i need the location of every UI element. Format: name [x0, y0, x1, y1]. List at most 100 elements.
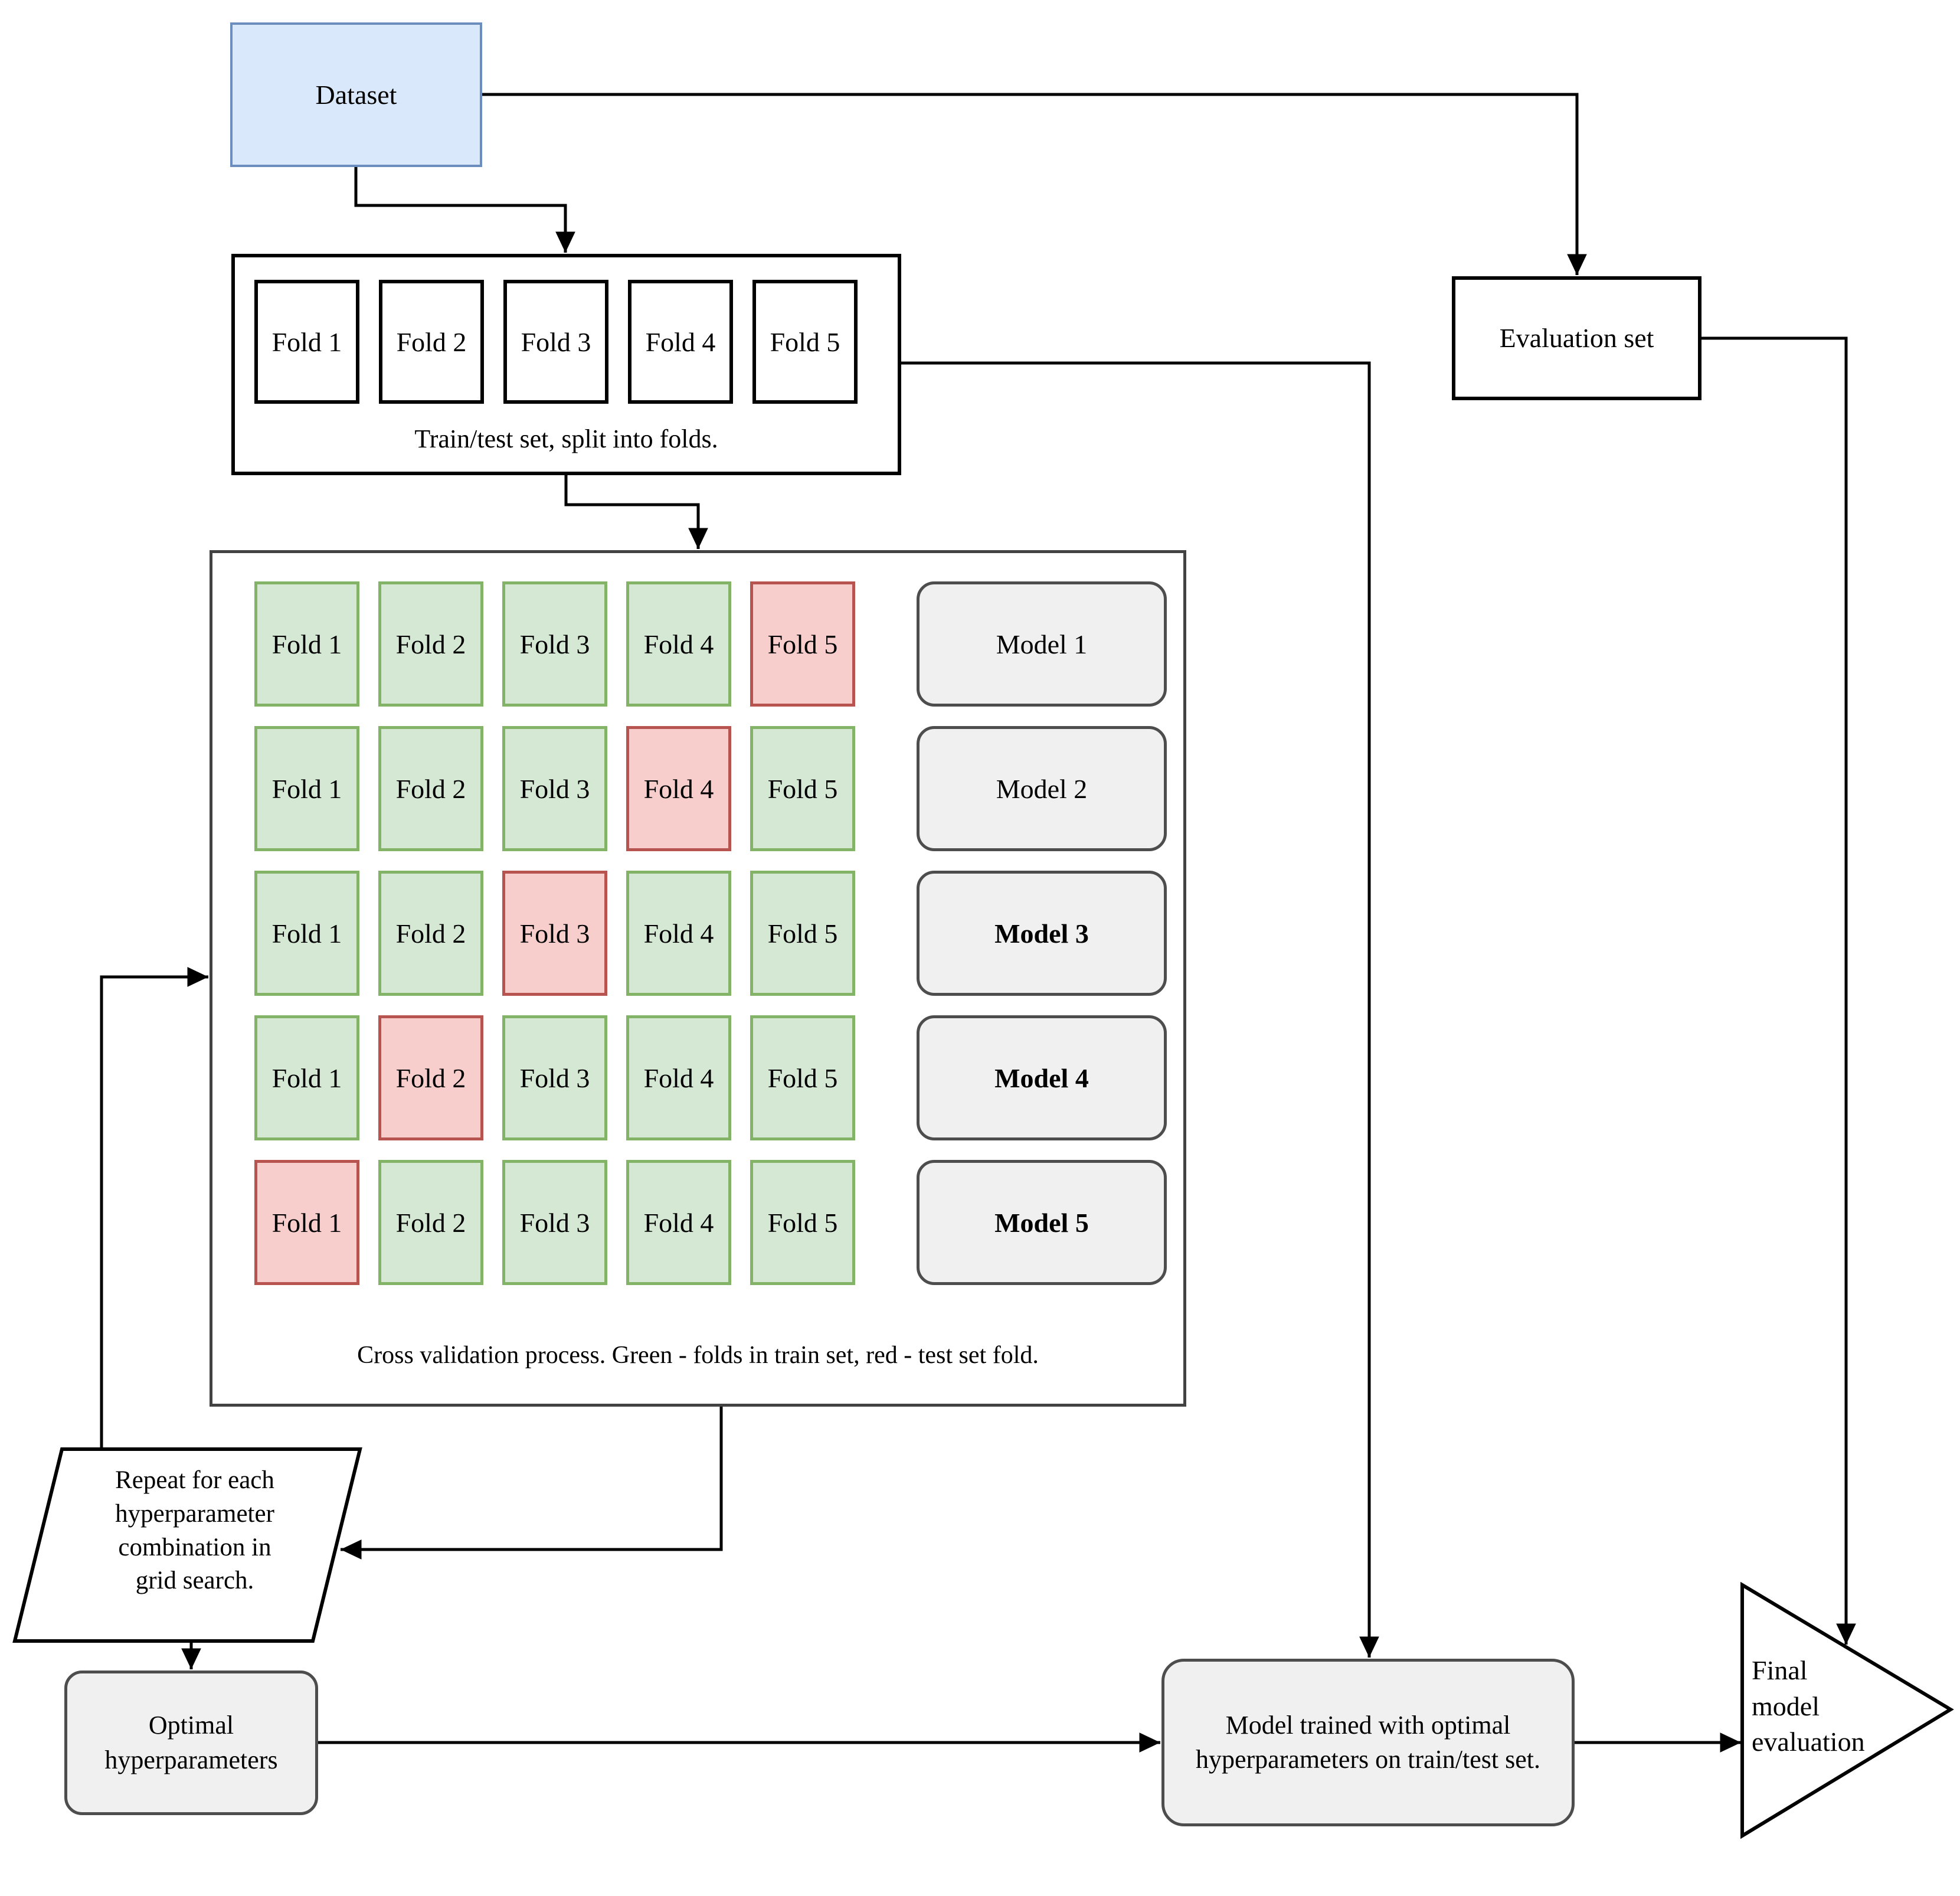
traintest-fold-3: Fold 3 [503, 280, 608, 404]
fold-label: Fold 3 [519, 629, 590, 659]
edge-repeat-to-crossvalidation [100, 967, 208, 1449]
evaluation-set-label: Evaluation set [1499, 323, 1654, 354]
repeat-line-3: combination in [118, 1533, 271, 1561]
fold-label: Fold 3 [521, 326, 591, 357]
fold-label: Fold 4 [645, 326, 716, 357]
cv-cell-r3-f3: Fold 3 [502, 871, 607, 996]
model-5-node: Model 5 [917, 1160, 1167, 1285]
cv-cell-r3-f2: Fold 2 [378, 871, 483, 996]
repeat-line-1: Repeat for each [115, 1466, 274, 1494]
trained-model-line-2: hyperparameters on train/test set. [1195, 1745, 1540, 1774]
repeat-parallelogram-label: Repeat for each hyperparameter combinati… [41, 1464, 348, 1598]
fold-label: Fold 3 [519, 1207, 590, 1238]
cv-cell-r5-f4: Fold 4 [626, 1160, 731, 1285]
edge-dataset-to-evaluation [482, 93, 1587, 275]
model-2-node: Model 2 [917, 726, 1167, 851]
cv-cell-r3-f5: Fold 5 [750, 871, 855, 996]
final-eval-line-3: evaluation [1752, 1727, 1865, 1757]
cv-cell-r1-f1: Fold 1 [254, 581, 359, 707]
model-label: Model 3 [994, 918, 1089, 949]
fold-label: Fold 4 [643, 629, 714, 659]
traintest-fold-2: Fold 2 [379, 280, 484, 404]
fold-label: Fold 3 [519, 918, 590, 949]
repeat-line-4: grid search. [135, 1567, 254, 1595]
edge-crossvalidation-to-repeat [341, 1407, 723, 1560]
fold-label: Fold 1 [271, 1063, 342, 1093]
cv-cell-r4-f3: Fold 3 [502, 1015, 607, 1140]
edge-dataset-to-traintest [354, 167, 575, 253]
fold-label: Fold 1 [271, 918, 342, 949]
fold-label: Fold 5 [767, 1207, 838, 1238]
dataset-node: Dataset [230, 22, 482, 167]
fold-label: Fold 4 [643, 773, 714, 804]
cv-cell-r1-f3: Fold 3 [502, 581, 607, 707]
model-label: Model 1 [996, 629, 1088, 659]
fold-label: Fold 5 [767, 773, 838, 804]
fold-label: Fold 5 [767, 918, 838, 949]
traintest-caption: Train/test set, split into folds. [414, 424, 718, 453]
train-test-set-node: Fold 1 Fold 2 Fold 3 Fold 4 Fold 5 Train… [231, 254, 901, 475]
fold-label: Fold 2 [395, 629, 466, 659]
traintest-fold-4: Fold 4 [628, 280, 733, 404]
model-label: Model 5 [994, 1207, 1089, 1238]
repeat-line-2: hyperparameter [115, 1499, 274, 1528]
evaluation-set-node: Evaluation set [1452, 276, 1701, 400]
optimal-hyperparameters-node: Optimal hyperparameters [64, 1671, 318, 1815]
model-4-node: Model 4 [917, 1015, 1167, 1140]
trained-model-line-1: Model trained with optimal [1225, 1710, 1511, 1740]
fold-label: Fold 4 [643, 918, 714, 949]
cv-cell-r4-f4: Fold 4 [626, 1015, 731, 1140]
final-evaluation-label: Final model evaluation [1752, 1653, 1941, 1760]
cv-cell-r1-f2: Fold 2 [378, 581, 483, 707]
model-label: Model 4 [994, 1063, 1089, 1093]
fold-label: Fold 1 [271, 773, 342, 804]
cross-validation-caption: Cross validation process. Green - folds … [357, 1342, 1039, 1369]
final-eval-line-2: model [1752, 1691, 1820, 1721]
trained-model-node: Model trained with optimal hyperparamete… [1161, 1659, 1575, 1826]
cv-cell-r4-f1: Fold 1 [254, 1015, 359, 1140]
optimal-line-2: hyperparameters [104, 1745, 278, 1774]
cv-cell-r2-f2: Fold 2 [378, 726, 483, 851]
cv-cell-r4-f5: Fold 5 [750, 1015, 855, 1140]
cv-cell-r3-f1: Fold 1 [254, 871, 359, 996]
fold-label: Fold 2 [395, 1063, 466, 1093]
cv-cell-r5-f5: Fold 5 [750, 1160, 855, 1285]
traintest-fold-1: Fold 1 [254, 280, 359, 404]
optimal-line-1: Optimal [148, 1711, 234, 1740]
cv-cell-r1-f4: Fold 4 [626, 581, 731, 707]
fold-label: Fold 5 [767, 1063, 838, 1093]
edge-traintest-to-crossvalidation [564, 475, 708, 549]
dataset-label: Dataset [315, 79, 397, 110]
fold-label: Fold 3 [519, 1063, 590, 1093]
model-label: Model 2 [996, 773, 1088, 804]
cv-cell-r2-f1: Fold 1 [254, 726, 359, 851]
fold-label: Fold 1 [271, 1207, 342, 1238]
fold-label: Fold 5 [767, 629, 838, 659]
fold-label: Fold 4 [643, 1207, 714, 1238]
cross-validation-node: Fold 1 Fold 2 Fold 3 Fold 4 Fold 5 Model… [210, 550, 1186, 1407]
cv-cell-r2-f5: Fold 5 [750, 726, 855, 851]
cv-cell-r2-f4: Fold 4 [626, 726, 731, 851]
fold-label: Fold 4 [643, 1063, 714, 1093]
model-1-node: Model 1 [917, 581, 1167, 707]
traintest-fold-5: Fold 5 [752, 280, 858, 404]
fold-label: Fold 2 [395, 918, 466, 949]
edge-evaluation-to-finaleval [1701, 336, 1856, 1645]
cv-cell-r1-f5: Fold 5 [750, 581, 855, 707]
final-eval-line-1: Final [1752, 1655, 1808, 1685]
cv-cell-r2-f3: Fold 3 [502, 726, 607, 851]
cv-cell-r5-f1: Fold 1 [254, 1160, 359, 1285]
cv-cell-r5-f2: Fold 2 [378, 1160, 483, 1285]
cv-cell-r5-f3: Fold 3 [502, 1160, 607, 1285]
fold-label: Fold 2 [396, 326, 467, 357]
cv-cell-r4-f2: Fold 2 [378, 1015, 483, 1140]
fold-label: Fold 2 [395, 773, 466, 804]
fold-label: Fold 3 [519, 773, 590, 804]
edge-traintest-to-trainedmodel [901, 361, 1379, 1658]
repeat-parallelogram-shape [12, 1447, 362, 1643]
fold-label: Fold 1 [271, 326, 342, 357]
model-3-node: Model 3 [917, 871, 1167, 996]
fold-label: Fold 5 [770, 326, 840, 357]
fold-label: Fold 2 [395, 1207, 466, 1238]
